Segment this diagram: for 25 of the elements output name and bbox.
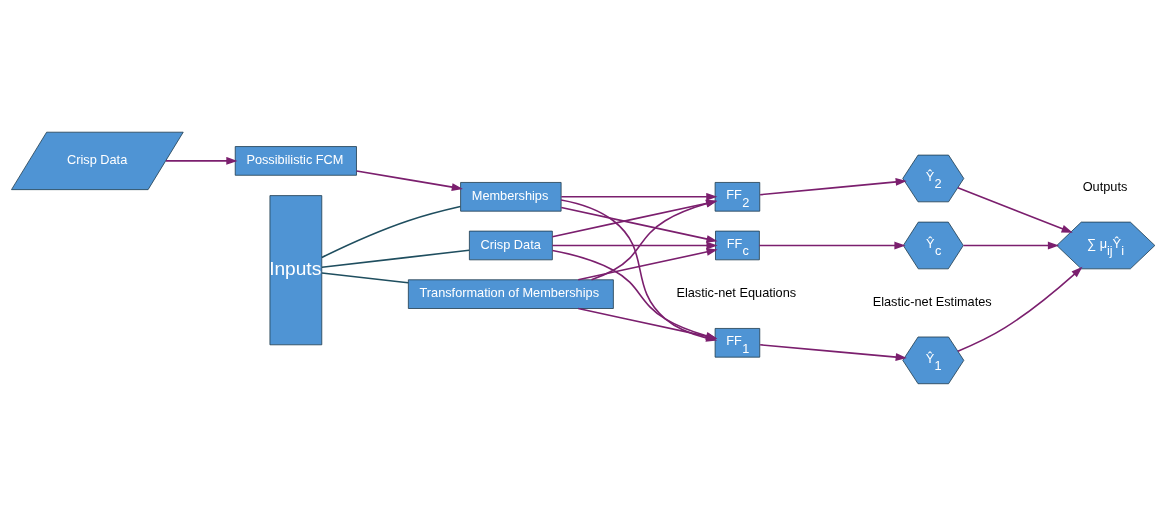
label: Elastic-net Equations xyxy=(676,285,797,301)
arrow xyxy=(957,187,1073,233)
connector xyxy=(321,249,470,269)
label: Outputs xyxy=(1082,179,1128,195)
label: Elastic-net Estimates xyxy=(872,293,992,309)
arrow xyxy=(551,199,718,238)
arrow xyxy=(355,170,463,191)
arrow xyxy=(551,241,718,250)
node-box: Memberships xyxy=(460,182,562,212)
arrow xyxy=(759,178,907,196)
node-box: Transformation of Memberships xyxy=(407,279,614,309)
arrow xyxy=(758,241,906,250)
arrow xyxy=(590,199,718,281)
node-box: Crisp Data xyxy=(469,230,553,261)
arrow xyxy=(165,157,238,165)
arrow xyxy=(957,266,1083,352)
node-box: Possibilistic FCM xyxy=(234,146,357,176)
connector xyxy=(321,205,462,259)
arrow xyxy=(577,248,718,281)
node-box: Inputs xyxy=(269,195,323,346)
arrow xyxy=(560,206,718,243)
arrow xyxy=(759,344,907,361)
arrow xyxy=(560,192,718,201)
connector xyxy=(321,272,410,284)
arrow xyxy=(962,241,1060,250)
